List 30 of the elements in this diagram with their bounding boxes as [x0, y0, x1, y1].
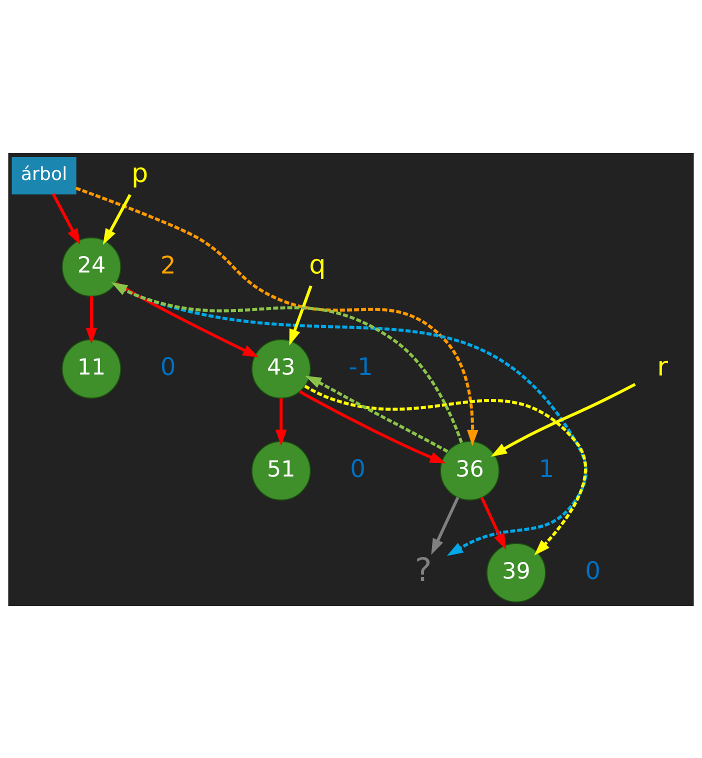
node-circle: 24: [62, 236, 122, 296]
arrow: [102, 194, 132, 244]
node-circle: 39: [486, 542, 546, 602]
node-label: 0: [350, 454, 366, 483]
node-circle: 51: [251, 440, 311, 500]
node-label: 0: [160, 352, 176, 381]
arrow: [298, 390, 446, 463]
node-text: ?: [414, 550, 432, 588]
node-text: q: [309, 250, 326, 280]
node-circle: 36: [440, 440, 500, 500]
node-label: -1: [348, 352, 373, 381]
arrow: [490, 382, 636, 456]
node-label: 2: [160, 250, 176, 279]
node-text: r: [657, 352, 668, 382]
arrow: [52, 192, 80, 244]
node-circle: 43: [251, 338, 311, 398]
node-label: 1: [538, 454, 554, 483]
arrow: [111, 282, 463, 443]
arrow: [304, 384, 587, 556]
arrow: [480, 496, 506, 550]
arrow: [305, 375, 448, 452]
arrow: [75, 186, 478, 446]
arrow: [275, 398, 287, 446]
node-circle: 11: [62, 338, 122, 398]
arrow: [289, 284, 312, 345]
node-text: p: [132, 158, 148, 189]
arrow: [86, 296, 98, 344]
node-box: árbol: [12, 156, 76, 194]
arrow: [431, 496, 460, 554]
node-label: 0: [585, 556, 601, 584]
